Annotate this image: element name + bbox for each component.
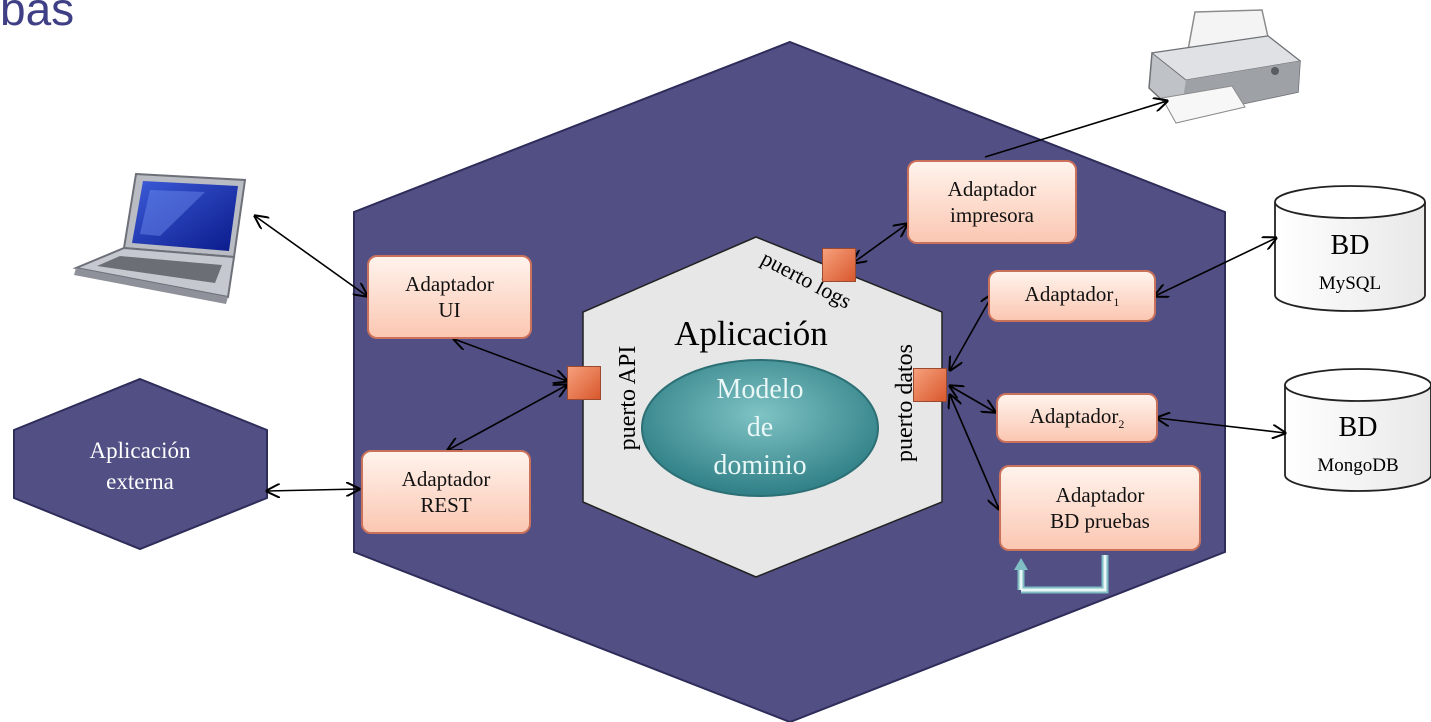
port-api-label: puerto API	[615, 346, 641, 451]
external-app-line-2: externa	[106, 469, 174, 494]
external-app-line-1: Aplicación	[90, 438, 191, 463]
adapter-2-label: Adaptador	[1029, 404, 1119, 429]
domain-model-line-2: de	[747, 412, 773, 443]
database-mysql-icon	[1274, 185, 1426, 312]
db-mongodb-name: MongoDB	[1317, 455, 1398, 476]
domain-model-line-1: Modelo	[716, 374, 803, 405]
port-logs	[822, 248, 856, 282]
printer-icon	[1148, 9, 1302, 124]
port-api	[567, 366, 601, 400]
domain-model-line-3: dominio	[713, 450, 806, 481]
adapter-bd-pruebas-line-2: BD pruebas	[1050, 509, 1150, 533]
adapter-rest: Adaptador REST	[361, 450, 531, 534]
adapter-ui: Adaptador UI	[367, 255, 532, 339]
application-title: Aplicación	[674, 314, 828, 353]
adapter-1: Adaptador1	[988, 270, 1156, 322]
db-mysql-name: MySQL	[1319, 273, 1381, 294]
external-app-hexagon	[13, 377, 268, 551]
port-datos-label: puerto datos	[892, 344, 918, 462]
port-datos	[913, 368, 947, 402]
adapter-impresora-line-1: Adaptador	[947, 176, 1037, 201]
adapter-impresora-line-2: impresora	[950, 203, 1034, 227]
adapter-1-subscript: 1	[1113, 295, 1120, 310]
database-mongodb-icon	[1284, 368, 1431, 492]
adapter-ui-line-1: Adaptador	[405, 271, 494, 296]
adapter-2: Adaptador2	[996, 393, 1158, 443]
self-loop-arrow	[1014, 555, 1109, 594]
laptop-icon	[72, 172, 247, 304]
adapter-bd-pruebas-line-1: Adaptador	[1055, 482, 1145, 507]
adapter-bd-pruebas: Adaptador BD pruebas	[999, 465, 1201, 551]
adapter-ui-line-2: UI	[438, 298, 461, 322]
slide-title-fragment: bas	[0, 0, 75, 35]
adapter-impresora: Adaptador impresora	[907, 160, 1077, 244]
adapter-1-label: Adaptador	[1024, 282, 1114, 307]
connector-arrows	[255, 101, 1285, 509]
adapter-rest-line-1: Adaptador	[401, 466, 491, 491]
adapter-rest-line-2: REST	[420, 493, 472, 517]
db-mongodb-title: BD	[1339, 412, 1378, 443]
adapter-2-subscript: 2	[1118, 417, 1125, 432]
db-mysql-title: BD	[1331, 230, 1370, 261]
domain-model-ellipse	[641, 359, 879, 497]
